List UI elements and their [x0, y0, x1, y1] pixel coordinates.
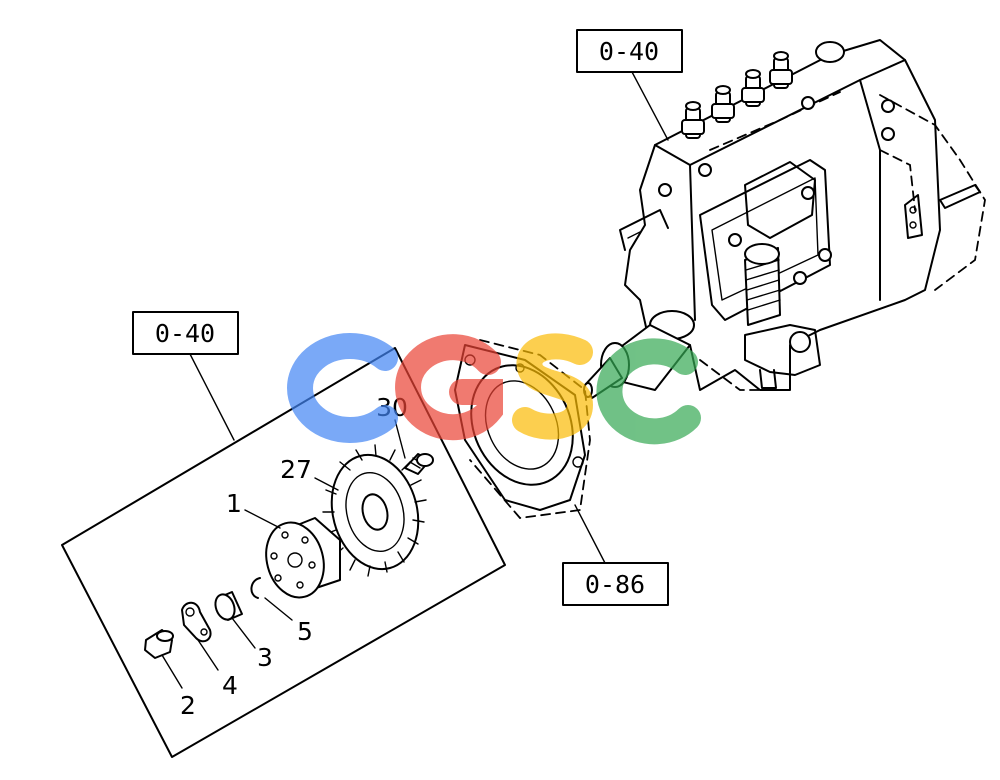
reference-left-label: 0-40: [155, 319, 215, 348]
part-1-hub: [265, 517, 341, 599]
callout-3: 3: [257, 643, 273, 672]
part-4-lock-plate: [181, 601, 212, 643]
governor-spring: [744, 243, 781, 326]
part-2-bolt: [144, 629, 174, 659]
reference-bottom-right[interactable]: 0-86: [562, 562, 669, 606]
watermark-logo: [287, 333, 701, 445]
callout-27: 27: [280, 455, 312, 484]
reference-top-right-label: 0-40: [599, 37, 659, 66]
exploded-parts-box: [61, 347, 506, 758]
part-27-gear: [322, 444, 427, 577]
callout-5: 5: [297, 617, 313, 646]
callout-4: 4: [222, 671, 238, 700]
reference-left[interactable]: 0-40: [132, 311, 239, 355]
part-30-bolt: [404, 453, 434, 475]
callout-1: 1: [226, 489, 242, 518]
reference-top-right[interactable]: 0-40: [576, 29, 683, 73]
callout-2: 2: [180, 691, 196, 720]
reference-bottom-right-label: 0-86: [585, 570, 645, 599]
part-3-collar: [214, 591, 243, 621]
delivery-valve-holders: [681, 51, 793, 139]
part-5-snap-ring: [250, 577, 261, 599]
filler-cap: [815, 41, 845, 63]
